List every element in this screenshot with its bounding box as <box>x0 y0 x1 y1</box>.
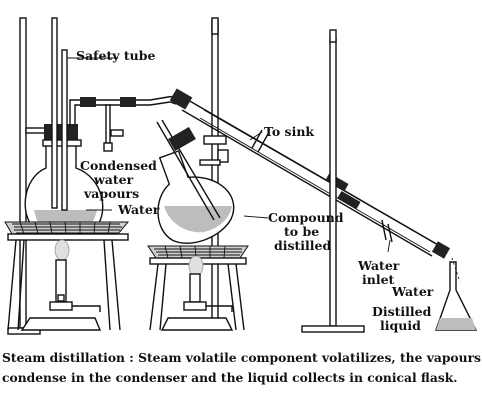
label-condensed-line1: Condensed <box>80 158 157 173</box>
middle-retort-stand <box>200 20 228 320</box>
label-distilled-line2: liquid <box>380 318 421 333</box>
label-safety-tube: Safety tube <box>76 48 155 63</box>
burner-icon <box>22 240 100 330</box>
clamp-icon <box>212 18 336 42</box>
label-compound-line3: distilled <box>274 238 331 253</box>
conical-flask <box>436 258 476 330</box>
caption-line1: Steam distillation : Steam volatile comp… <box>2 350 481 365</box>
label-compound-line2: to be <box>284 224 319 239</box>
label-leaders <box>82 58 390 252</box>
label-water-inlet-line2: inlet <box>362 272 395 287</box>
wire-gauze-icon <box>5 222 128 234</box>
caption-line2: condense in the condenser and the liquid… <box>2 370 458 385</box>
label-to-sink: To sink <box>264 124 314 139</box>
label-condensed-line2: water <box>93 172 134 187</box>
label-water-inlet-line1: Water <box>357 258 400 273</box>
middle-burner-icon <box>162 256 232 330</box>
label-water-right: Water <box>391 284 434 299</box>
steam-delivery-tube <box>70 97 170 126</box>
pinch-clamp-icon <box>104 105 123 151</box>
label-condensed-line3: vapours <box>83 186 139 201</box>
label-water-left: Water <box>117 202 160 217</box>
label-compound-line1: Compound <box>268 210 344 225</box>
label-distilled-line1: Distilled <box>372 304 432 319</box>
